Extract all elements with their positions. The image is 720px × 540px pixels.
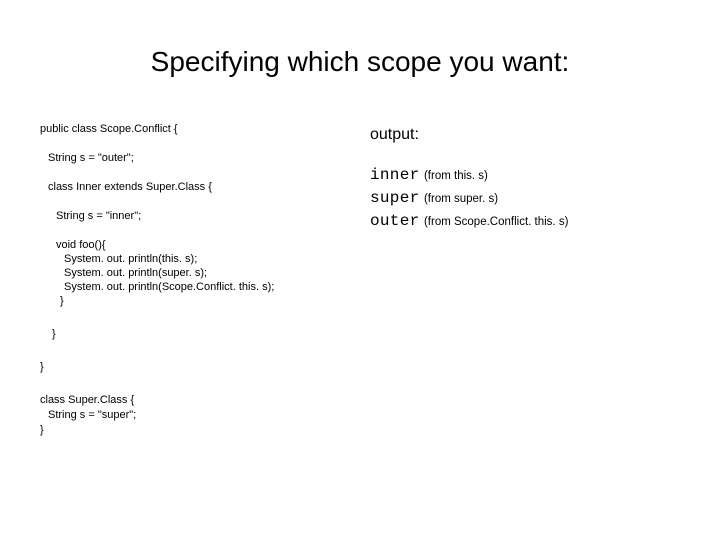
output-line: super (from super. s): [370, 189, 700, 207]
output-line: outer (from Scope.Conflict. this. s): [370, 212, 700, 230]
code-line: public class Scope.Conflict {: [40, 123, 178, 135]
code-line: System. out. println(super. s);: [64, 267, 208, 279]
code-line: System. out. println(this. s);: [64, 253, 198, 265]
code-line: String s = "outer";: [48, 152, 134, 164]
code-line: }: [40, 424, 44, 436]
output-note: (from this. s): [423, 170, 488, 182]
spacer: [40, 135, 370, 153]
output-label: output:: [370, 126, 419, 143]
code-line: class Inner extends Super.Class {: [48, 181, 212, 193]
page-title: Specifying which scope you want:: [150, 46, 570, 77]
output-note: (from super. s): [423, 193, 499, 205]
spacer: [40, 193, 370, 211]
spacer: [40, 373, 370, 395]
spacer: [40, 222, 370, 240]
code-line: }: [40, 361, 44, 373]
code-line: System. out. println(Scope.Conflict. thi…: [64, 281, 275, 293]
output-value: inner: [370, 166, 420, 184]
code-block: public class Scope.Conflict { String s =…: [40, 124, 370, 436]
output-line: inner (from this. s): [370, 166, 700, 184]
code-line: String s = "super";: [48, 409, 137, 421]
spacer: [40, 340, 370, 362]
output-note: (from Scope.Conflict. this. s): [423, 216, 569, 228]
code-line: void foo(){: [56, 239, 106, 251]
code-line: class Super.Class {: [40, 394, 135, 406]
code-line: }: [52, 328, 56, 340]
output-value: outer: [370, 212, 420, 230]
output-block: output: inner (from this. s) super (from…: [370, 126, 700, 235]
spacer: [40, 307, 370, 329]
code-line: }: [60, 295, 64, 307]
output-value: super: [370, 189, 420, 207]
code-line: String s = "inner";: [56, 210, 142, 222]
spacer: [40, 164, 370, 182]
